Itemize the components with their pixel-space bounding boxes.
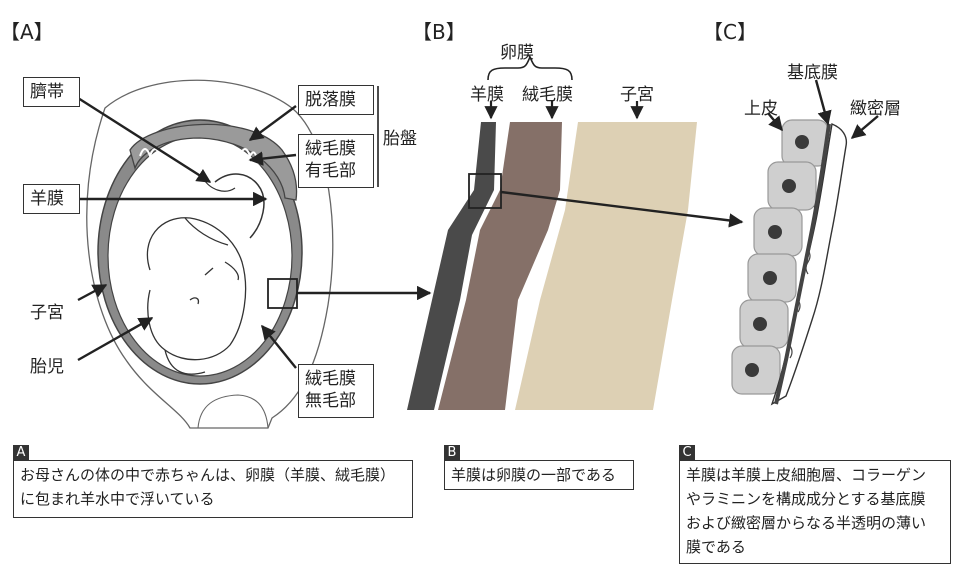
label-fetal-membrane: 卵膜 xyxy=(500,43,534,63)
label-umbilical-cord: 臍帯 xyxy=(23,77,80,107)
caption-a-tag: A xyxy=(13,445,29,460)
fetus-figure xyxy=(146,217,247,375)
caption-c-line3: および緻密層からなる半透明の薄い xyxy=(686,514,927,532)
caption-a: お母さんの体の中で赤ちゃんは、卵膜（羊膜、絨毛膜） に包まれ羊水中で浮いている xyxy=(13,460,413,518)
label-chorion-laeve: 絨毛膜 無毛部 xyxy=(298,364,374,418)
membrane-layers xyxy=(407,122,697,410)
placenta-villi xyxy=(139,148,259,165)
caption-c-tag: C xyxy=(679,445,695,460)
fetus-arrow xyxy=(77,316,154,362)
label-fetus: 胎児 xyxy=(30,357,64,377)
amnion-layer xyxy=(407,122,496,410)
uterus-arrow xyxy=(77,283,108,302)
label-placenta: 胎盤 xyxy=(383,129,417,149)
compact-layer-arrow xyxy=(850,115,879,139)
panel-title-c: 【C】 xyxy=(703,20,757,44)
label-chorion-laeve-line2: 無毛部 xyxy=(305,391,356,411)
caption-b-tag: B xyxy=(444,445,460,460)
cell-nucleus xyxy=(753,317,767,331)
label-chorion-laeve-line1: 絨毛膜 xyxy=(305,369,356,389)
cell-nucleus xyxy=(745,363,759,377)
caption-c: 羊膜は羊膜上皮細胞層、コラーゲン やラミニンを構成成分とする基底膜 および緻密層… xyxy=(679,460,951,564)
caption-a-line1: お母さんの体の中で赤ちゃんは、卵膜（羊膜、絨毛膜） xyxy=(20,466,396,484)
caption-b-line1: 羊膜は卵膜の一部である xyxy=(451,466,616,484)
label-basement-membrane: 基底膜 xyxy=(787,63,838,83)
panel-title-a: 【A】 xyxy=(0,20,54,44)
basement-membrane xyxy=(774,123,831,405)
b-to-c-arrow xyxy=(500,190,744,228)
label-chorion-frondosum-line1: 絨毛膜 xyxy=(305,139,356,159)
fetal-membrane-brace xyxy=(487,54,573,81)
uterus-illustration xyxy=(86,79,334,429)
label-uterus-a: 子宮 xyxy=(30,303,64,323)
umbilical-cord-arrow xyxy=(77,96,212,184)
label-epithelium: 上皮 xyxy=(744,99,778,119)
basement-membrane-arrow xyxy=(814,79,832,126)
chorion-laeve-arrow xyxy=(261,324,297,369)
label-chorion-frondosum: 絨毛膜 有毛部 xyxy=(298,134,374,188)
label-amnion: 羊膜 xyxy=(23,184,80,214)
caption-b: 羊膜は卵膜の一部である xyxy=(444,460,634,490)
compact-layer xyxy=(770,123,848,406)
label-b-uterus: 子宮 xyxy=(620,85,654,105)
chorion-layer xyxy=(438,122,562,410)
caption-a-line2: に包まれ羊水中で浮いている xyxy=(20,490,215,508)
b-zoom-box xyxy=(468,173,502,209)
label-chorion-frondosum-line2: 有毛部 xyxy=(305,161,356,181)
label-b-amnion: 羊膜 xyxy=(470,85,504,105)
cell-nucleus xyxy=(768,225,782,239)
panel-title-b: 【B】 xyxy=(412,20,466,44)
caption-c-line1: 羊膜は羊膜上皮細胞層、コラーゲン xyxy=(686,466,927,484)
label-compact-layer: 緻密層 xyxy=(850,99,901,119)
uterus-layer xyxy=(515,122,697,410)
chorion-frondosum-arrow xyxy=(248,151,297,166)
umbilical-cord-shape xyxy=(214,173,265,239)
epithelium-cells xyxy=(731,119,829,395)
decidua-arrow xyxy=(248,105,297,141)
label-b-chorion: 絨毛膜 xyxy=(522,85,573,105)
cell-nucleus xyxy=(795,135,809,149)
caption-c-line2: やラミニンを構成成分とする基底膜 xyxy=(686,490,926,508)
epithelium-arrow xyxy=(767,112,783,132)
label-decidua: 脱落膜 xyxy=(298,85,374,115)
caption-c-line4: 膜である xyxy=(686,538,746,556)
cell-nucleus xyxy=(782,179,796,193)
cell-nucleus xyxy=(763,271,777,285)
placenta xyxy=(129,123,298,201)
